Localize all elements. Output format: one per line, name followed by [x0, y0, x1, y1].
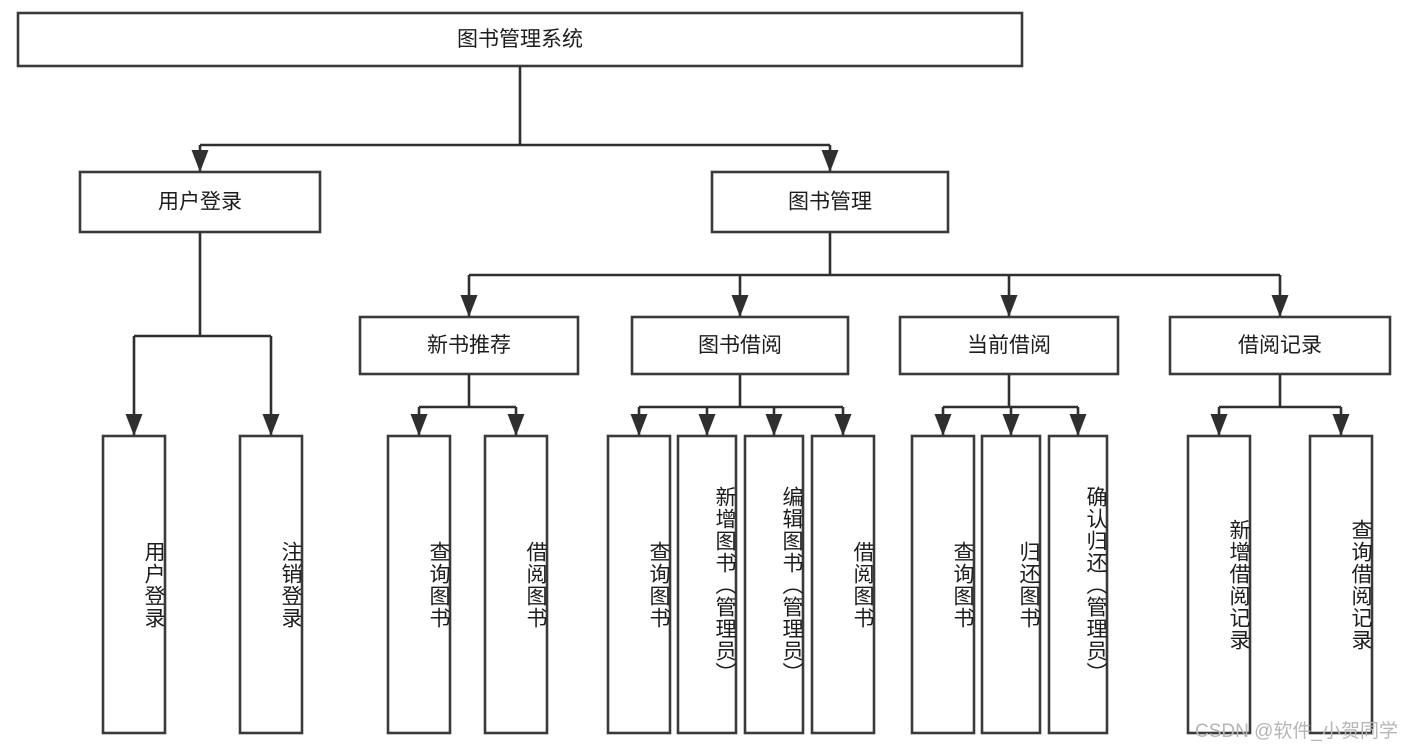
- level2-to-level3-arrow: [731, 295, 749, 317]
- leaf-group-图书借阅-arrow: [834, 414, 852, 436]
- level2-to-level3-arrow: [460, 295, 478, 317]
- level2-to-level3-arrow: [1000, 295, 1018, 317]
- leaf-group-图书借阅-arrow: [765, 414, 783, 436]
- node-level3-2[interactable]: [898, 315, 1120, 376]
- leaf-group-新书推荐-arrow: [507, 414, 525, 436]
- node-root-label: 图书管理系统: [457, 28, 583, 51]
- leaf-group-借阅记录-arrow: [1332, 414, 1350, 436]
- leaf-group-借阅记录-arrow: [1210, 414, 1228, 436]
- node-level2-label-1: 图书管理: [788, 191, 872, 214]
- root-to-level2-arrow: [191, 150, 209, 172]
- node-leaf-1[interactable]: [238, 434, 304, 735]
- leaf-group-用户登录-arrow: [125, 414, 143, 436]
- node-leaf-12[interactable]: [1308, 434, 1374, 735]
- leaf-group-当前借阅-arrow: [1069, 414, 1087, 436]
- csdn-watermark: CSDN @软件_小贺同学: [1195, 721, 1398, 742]
- node-leaf-3[interactable]: [483, 434, 549, 735]
- root-to-level2-arrow: [821, 150, 839, 172]
- leaf-group-用户登录-arrow: [262, 414, 280, 436]
- node-leaf-5[interactable]: [676, 434, 738, 735]
- node-root[interactable]: [16, 11, 1024, 68]
- connector-layer: [125, 66, 1350, 436]
- node-leaf-9[interactable]: [980, 434, 1042, 735]
- node-leaf-10[interactable]: [1047, 434, 1109, 735]
- node-leaf-4[interactable]: [606, 434, 672, 735]
- node-level3-3[interactable]: [1168, 315, 1392, 376]
- leaf-group-当前借阅-arrow: [1002, 414, 1020, 436]
- node-level3-label-1: 图书借阅: [698, 334, 782, 357]
- node-leaf-7[interactable]: [810, 434, 876, 735]
- leaf-group-图书借阅-arrow: [698, 414, 716, 436]
- node-level2-label-0: 用户登录: [158, 191, 242, 214]
- box-layer: [16, 11, 1392, 735]
- leaf-group-新书推荐-arrow: [410, 414, 428, 436]
- node-level2-1[interactable]: [710, 170, 950, 234]
- leaf-group-图书借阅-arrow: [630, 414, 648, 436]
- node-leaf-8[interactable]: [910, 434, 976, 735]
- leaf-group-当前借阅-arrow: [934, 414, 952, 436]
- node-level2-0[interactable]: [78, 170, 322, 234]
- node-level3-label-2: 当前借阅: [967, 334, 1051, 357]
- node-level3-1[interactable]: [630, 315, 850, 376]
- node-leaf-2[interactable]: [386, 434, 452, 735]
- node-leaf-11[interactable]: [1186, 434, 1252, 735]
- node-level3-label-0: 新书推荐: [427, 334, 511, 357]
- level2-to-level3-arrow: [1271, 295, 1289, 317]
- node-level3-label-3: 借阅记录: [1238, 334, 1322, 357]
- node-level3-0[interactable]: [358, 315, 580, 376]
- node-leaf-0[interactable]: [101, 434, 167, 735]
- node-leaf-6[interactable]: [743, 434, 805, 735]
